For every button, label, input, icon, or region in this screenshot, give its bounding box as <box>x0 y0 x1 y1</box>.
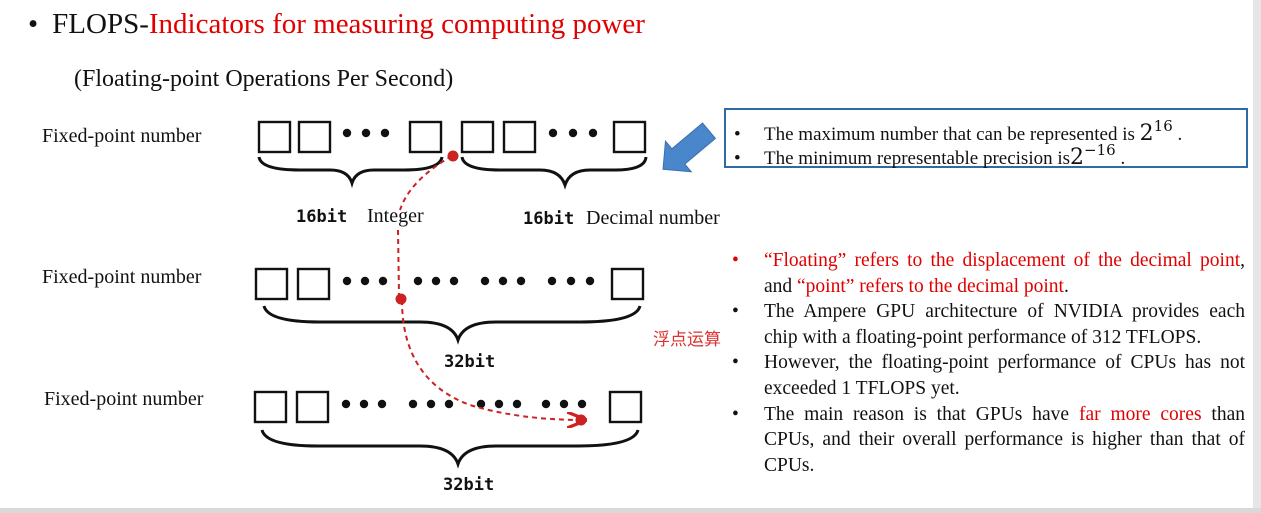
info-max-value: 216 <box>1139 117 1173 146</box>
row3-label: Fixed-point number <box>44 388 204 410</box>
info-max-text: The maximum number that can be represent… <box>764 124 1135 145</box>
row1-box-2 <box>297 120 332 154</box>
row3-brace <box>260 429 640 469</box>
row1-right-bits: 16bit <box>523 209 575 229</box>
row3-bits: 32bit <box>443 475 495 495</box>
note-main-reason: •The main reason is that GPUs have far m… <box>732 403 1245 476</box>
info-item-min: •The minimum representable precision is2… <box>734 141 1126 170</box>
row2-box-2 <box>296 267 331 301</box>
blue-pointer-arrow <box>662 122 717 173</box>
dashed-vertical <box>397 229 400 296</box>
row2-ellipsis-dots <box>342 276 595 286</box>
decimal-point-dot-1 <box>447 150 459 162</box>
row1-box-6 <box>612 120 647 154</box>
title-highlight: Indicators for measuring computing power <box>148 8 645 40</box>
range-info-box: •The maximum number that can be represen… <box>724 108 1248 170</box>
decimal-point-path <box>397 155 583 420</box>
row2-box-1 <box>254 267 289 301</box>
decimal-point-dot-2 <box>395 293 407 305</box>
title-prefix: FLOPS- <box>52 8 149 40</box>
row1-box-1 <box>257 120 292 154</box>
row1-label: Fixed-point number <box>42 125 202 147</box>
row1-ellipsis-dots <box>342 128 598 138</box>
row3-bit-boxes <box>253 390 643 424</box>
notes-list: • “Floating” refers to the displacement … <box>730 248 1245 478</box>
decimal-point-dot-3 <box>575 414 587 426</box>
info-item-max: •The maximum number that can be represen… <box>734 117 1183 146</box>
row2-label: Fixed-point number <box>42 266 202 288</box>
row3-box-2 <box>295 390 330 424</box>
floating-point-operation-label: 浮点运算 <box>653 330 721 350</box>
note-cpu-performance: •However, the floating-point performance… <box>732 352 1245 399</box>
row2-brace <box>262 305 642 345</box>
row1-box-3 <box>408 120 443 154</box>
row1-left-name: Integer <box>367 205 424 227</box>
dashed-curve-2 <box>401 299 583 420</box>
slide-right-edge <box>1253 0 1261 513</box>
note-ampere-gpu: •The Ampere GPU architecture of NVIDIA p… <box>732 301 1245 348</box>
row3-box-1 <box>253 390 288 424</box>
row1-bit-boxes <box>257 120 647 154</box>
row1-box-5 <box>502 120 537 154</box>
row3-box-3 <box>608 390 643 424</box>
row1-right-name: Decimal number <box>586 207 720 229</box>
row2-box-3 <box>610 267 645 301</box>
row1-left-brace <box>257 156 444 189</box>
row1-box-4 <box>460 120 495 154</box>
slide-bottom-edge <box>0 508 1261 513</box>
row3-ellipsis-dots <box>341 399 587 409</box>
slide-title: • FLOPS-Indicators for measuring computin… <box>28 8 645 41</box>
title-bullet: • <box>28 8 39 40</box>
info-min-value: 2−16 <box>1070 141 1116 170</box>
row1-right-brace <box>460 156 648 190</box>
row2-bits: 32bit <box>444 352 496 372</box>
slide-subtitle: (Floating-point Operations Per Second) <box>74 66 454 92</box>
dashed-curve-1 <box>399 155 453 211</box>
row2-bit-boxes <box>254 267 645 301</box>
note-floating-definition: • “Floating” refers to the displacement … <box>732 250 1245 297</box>
info-min-text: The minimum representable precision is <box>764 148 1071 169</box>
row1-left-bits: 16bit <box>296 207 348 227</box>
